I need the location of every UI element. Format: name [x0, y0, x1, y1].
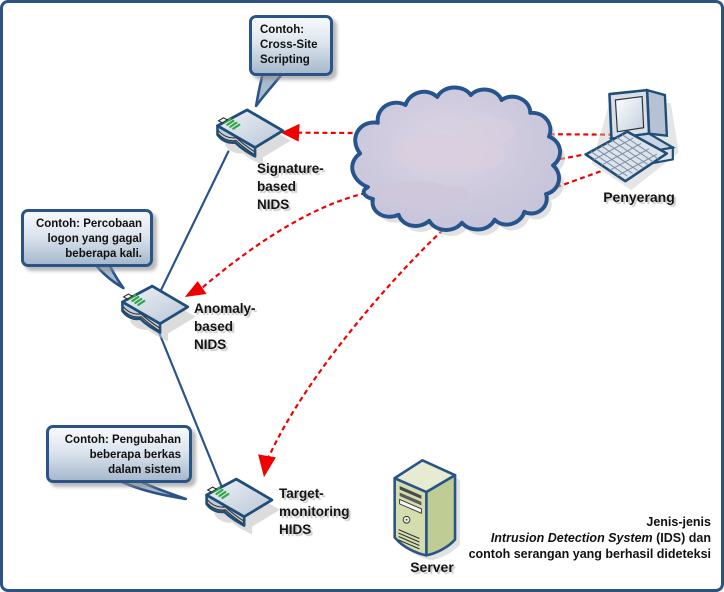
caption-line2-rest: (IDS) dan [652, 531, 711, 545]
link-signature-anomaly [158, 150, 230, 294]
label-server: Server [410, 559, 454, 575]
computer-icon [584, 88, 679, 191]
callout-logon: Contoh: Percobaan logon yang gagal beber… [21, 209, 153, 267]
callout-logon-line: logon yang gagal [47, 233, 142, 245]
arrowhead-anomaly [184, 281, 207, 297]
label-line: NIDS [194, 337, 227, 352]
sensor-link-lines [156, 150, 230, 493]
callout-files-line: Contoh: Pengubahan [64, 434, 181, 446]
attack-arrowheads [184, 123, 300, 478]
arrowhead-signature [280, 123, 300, 142]
caption-line1: Jenis-jenis [646, 515, 711, 529]
label-line: Anomaly- [194, 301, 256, 316]
server-icon [393, 459, 460, 561]
label-line: HIDS [279, 522, 312, 537]
figure-caption: Jenis-jenis Intrusion Detection System (… [441, 514, 711, 562]
label-line: based [257, 179, 297, 194]
callout-files-line: beberapa berkas [89, 449, 181, 461]
label-anomaly-nids: Anomaly- based NIDS [194, 300, 256, 354]
callout-xss-line: Scripting [260, 54, 310, 66]
label-signature-nids: Signature- based NIDS [257, 160, 324, 214]
callout-xss-line: Cross-Site [260, 39, 318, 51]
caption-line3: contoh serangan yang berhasil dideteksi [468, 547, 711, 561]
callout-logon-line: beberapa kali. [65, 248, 142, 260]
callout-xss: Contoh: Cross-Site Scripting [249, 15, 333, 76]
callout-logon-line: Contoh: Percobaan [35, 218, 142, 230]
diagram-canvas [89, 67, 679, 561]
anomaly-nids-device-icon [121, 284, 198, 343]
callout-files: Contoh: Pengubahan beberapa berkas dalam… [46, 425, 192, 483]
label-line: Signature- [257, 161, 324, 176]
callout-tail-xss [254, 67, 289, 108]
callout-xss-line: Contoh: [260, 24, 305, 36]
label-line: monitoring [279, 504, 350, 519]
label-line: NIDS [257, 197, 290, 212]
signature-nids-device-icon [216, 108, 293, 167]
attack-path-signature [298, 131, 614, 136]
caption-line2: Intrusion Detection System (IDS) dan [441, 530, 711, 546]
callout-files-line: dalam sistem [108, 464, 181, 476]
label-line: based [194, 319, 234, 334]
caption-line2-italic: Intrusion Detection System [490, 531, 653, 545]
label-line: Target- [279, 486, 324, 501]
link-anomaly-target [156, 326, 225, 493]
label-target-hids: Target- monitoring HIDS [279, 485, 350, 539]
arrowhead-target [258, 454, 276, 478]
label-attacker: Penyerang [603, 189, 675, 205]
target-hids-device-icon [205, 477, 282, 536]
cloud-icon [350, 85, 566, 236]
